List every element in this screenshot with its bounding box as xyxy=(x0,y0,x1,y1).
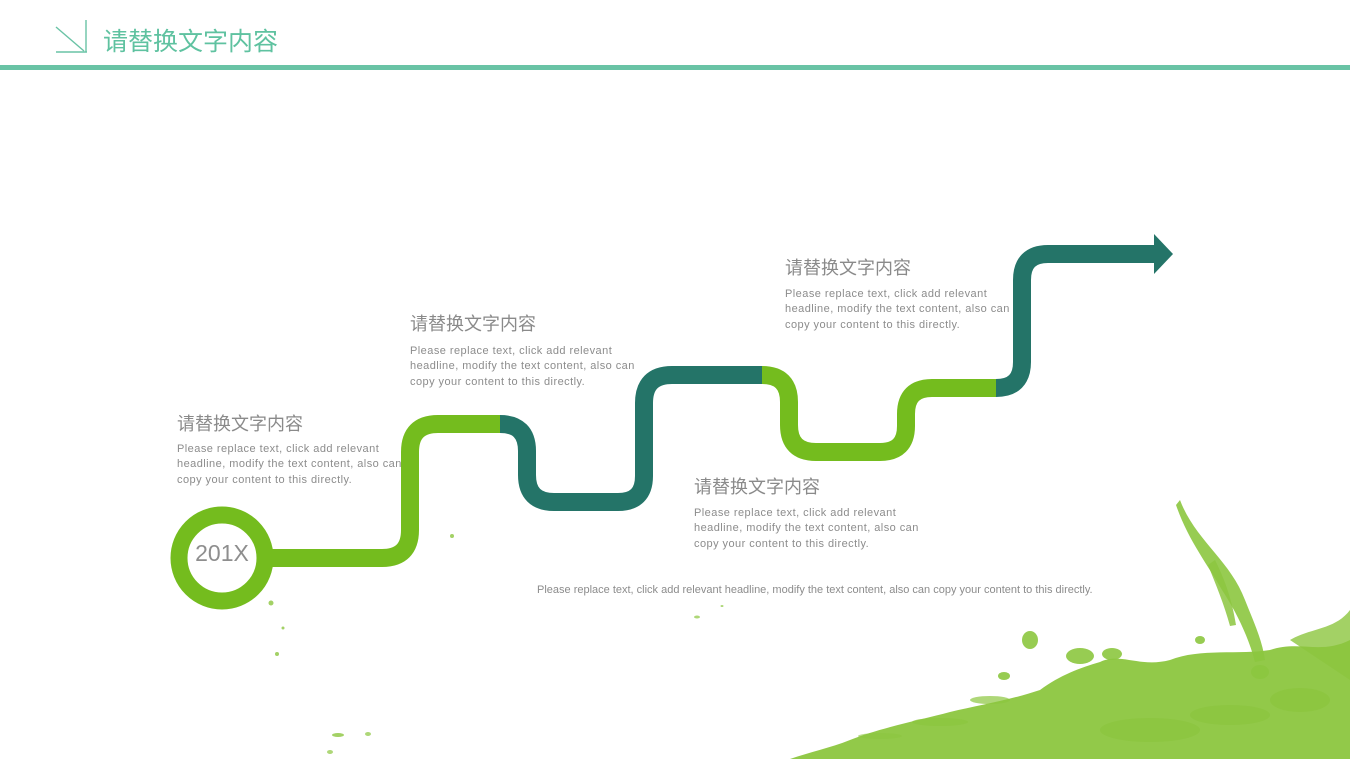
step-3-body: Please replace text, click add relevant … xyxy=(694,507,919,550)
page-title: 请替换文字内容 xyxy=(103,27,279,56)
step-3-title: 请替换文字内容 xyxy=(694,477,820,498)
step-4-title: 请替换文字内容 xyxy=(785,258,911,279)
step-4-body: Please replace text, click add relevant … xyxy=(785,288,1010,331)
path-segment-4 xyxy=(761,366,880,461)
path-segment-3 xyxy=(617,366,762,511)
diagonal-arrow-icon xyxy=(55,20,87,53)
step-1-title: 请替换文字内容 xyxy=(177,414,303,435)
header-divider xyxy=(0,65,1350,70)
step-2-title: 请替换文字内容 xyxy=(410,314,536,335)
footer-note: Please replace text, click add relevant … xyxy=(537,584,1093,596)
step-2-body: Please replace text, click add relevant … xyxy=(410,345,635,388)
path-segment-5 xyxy=(879,379,996,461)
step-1-body: Please replace text, click add relevant … xyxy=(177,443,402,486)
path-segment-6 xyxy=(995,245,1156,397)
path-segment-2 xyxy=(499,415,618,511)
arrow-head-icon xyxy=(1154,234,1173,274)
year-label: 201X xyxy=(195,540,249,566)
path-segment-1 xyxy=(262,415,500,567)
